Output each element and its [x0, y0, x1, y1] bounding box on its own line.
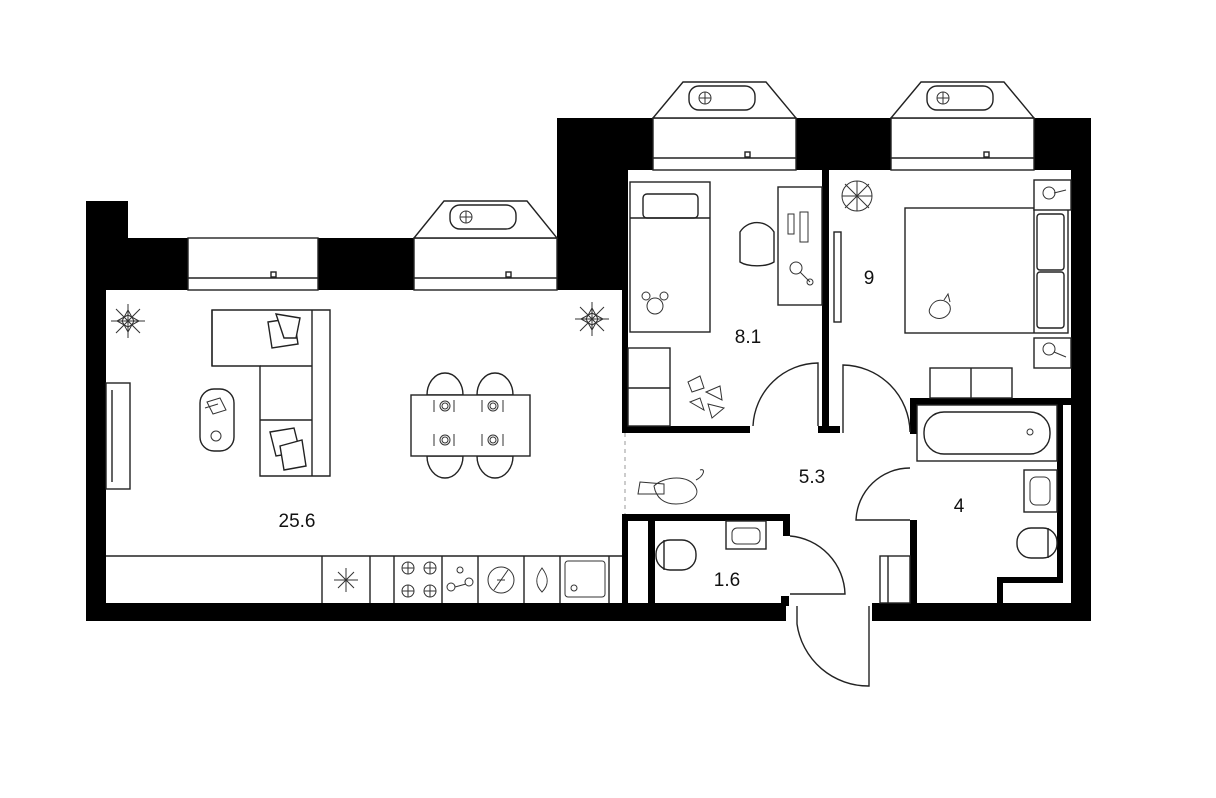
sink: [1023, 469, 1058, 513]
wall-toilet-right: [783, 514, 790, 536]
wall-bottom-right: [872, 603, 1091, 621]
wall-bath-left: [910, 520, 917, 605]
door-bathroom[interactable]: [855, 467, 911, 521]
toys-icon: [687, 375, 726, 419]
nightstand-top: [1033, 179, 1072, 211]
toilet-fixtures: [655, 520, 767, 571]
wall-bath-top-left: [910, 398, 917, 434]
sofa: [211, 309, 331, 477]
windows: [187, 117, 1035, 291]
area-label-hallway: 5.3: [799, 467, 825, 488]
chair: [739, 221, 775, 267]
wall-toilet-left: [622, 514, 628, 605]
flower-icon: [841, 180, 873, 212]
toy-icon: [641, 291, 669, 315]
plant-icon: [111, 304, 145, 338]
wall-partition: [822, 170, 829, 432]
wall-bath-step: [997, 577, 1063, 583]
sink-icon: [564, 560, 606, 598]
area-label-bedroom: 9: [864, 268, 875, 289]
window-living-2: [413, 237, 558, 291]
coffee-table: [199, 388, 235, 452]
walls: [86, 118, 1091, 621]
desk: [777, 186, 823, 306]
ac-unit-bedroom: [889, 81, 1036, 119]
plant-icon: [575, 302, 609, 336]
tv-stand: [105, 382, 131, 490]
window-living-1: [187, 237, 319, 291]
window-kidroom: [652, 117, 797, 171]
area-label-kidroom: 8.1: [735, 327, 761, 348]
wall-top-left: [106, 238, 188, 290]
hallway-furniture: [637, 467, 911, 687]
bedroom-furniture: [841, 179, 1072, 433]
wall-left: [86, 201, 106, 621]
area-label-bathroom: 4: [954, 496, 965, 517]
bathroom-fixtures: [916, 404, 1058, 559]
cat-icon: [928, 292, 951, 319]
dishwasher-icon: [487, 566, 515, 594]
wall-bath-inner: [1057, 405, 1063, 583]
living-room-furniture: [105, 302, 626, 603]
shoe-rack: [879, 555, 911, 604]
wc-toilet: [655, 539, 697, 571]
door-entrance[interactable]: [796, 606, 870, 687]
wall-bath-top: [910, 398, 1071, 405]
wall-kidroom-bottom: [622, 426, 750, 433]
ac-unit-living: [412, 200, 559, 239]
wall-toilet-top: [622, 514, 790, 521]
wall-right: [1071, 118, 1091, 621]
area-label-living: 25.6: [279, 511, 316, 532]
wall-top-center: [796, 118, 891, 170]
room-labels: 25.6 8.1 9 5.3 4 1.6: [279, 268, 965, 591]
wall-bath-step-v: [997, 577, 1003, 605]
wall-corner-left: [86, 201, 128, 239]
door-toilet[interactable]: [789, 535, 846, 595]
area-label-toilet: 1.6: [714, 570, 740, 591]
wall-toilet-inner: [648, 514, 655, 605]
ac-unit-kidroom: [651, 81, 798, 119]
dining-table: [410, 372, 531, 479]
window-bedroom: [890, 117, 1035, 171]
kidroom-furniture: [627, 181, 842, 427]
water-drop-icon: [536, 567, 548, 593]
door-kidroom[interactable]: [752, 362, 819, 427]
wall-bottom-left: [86, 603, 786, 621]
wardrobe-door: [833, 231, 842, 323]
kitchen-counter: [106, 555, 622, 603]
dog-icon: [637, 469, 704, 505]
stove-icon: [401, 561, 437, 598]
wall-kidroom-left: [622, 170, 628, 432]
lamp-icon: [789, 261, 814, 286]
ac-units: [412, 81, 1036, 239]
nightstand-bottom: [1033, 337, 1072, 369]
wall-top-kidroom-left: [557, 118, 653, 170]
fridge-snowflake-icon: [334, 568, 358, 592]
door-bedroom[interactable]: [842, 364, 911, 433]
wall-pier-middle: [318, 238, 414, 290]
toilet-bowl: [1016, 527, 1058, 559]
oven-icon: [446, 566, 474, 592]
kid-cabinet: [627, 347, 671, 427]
wall-entry-jamb: [781, 596, 789, 606]
